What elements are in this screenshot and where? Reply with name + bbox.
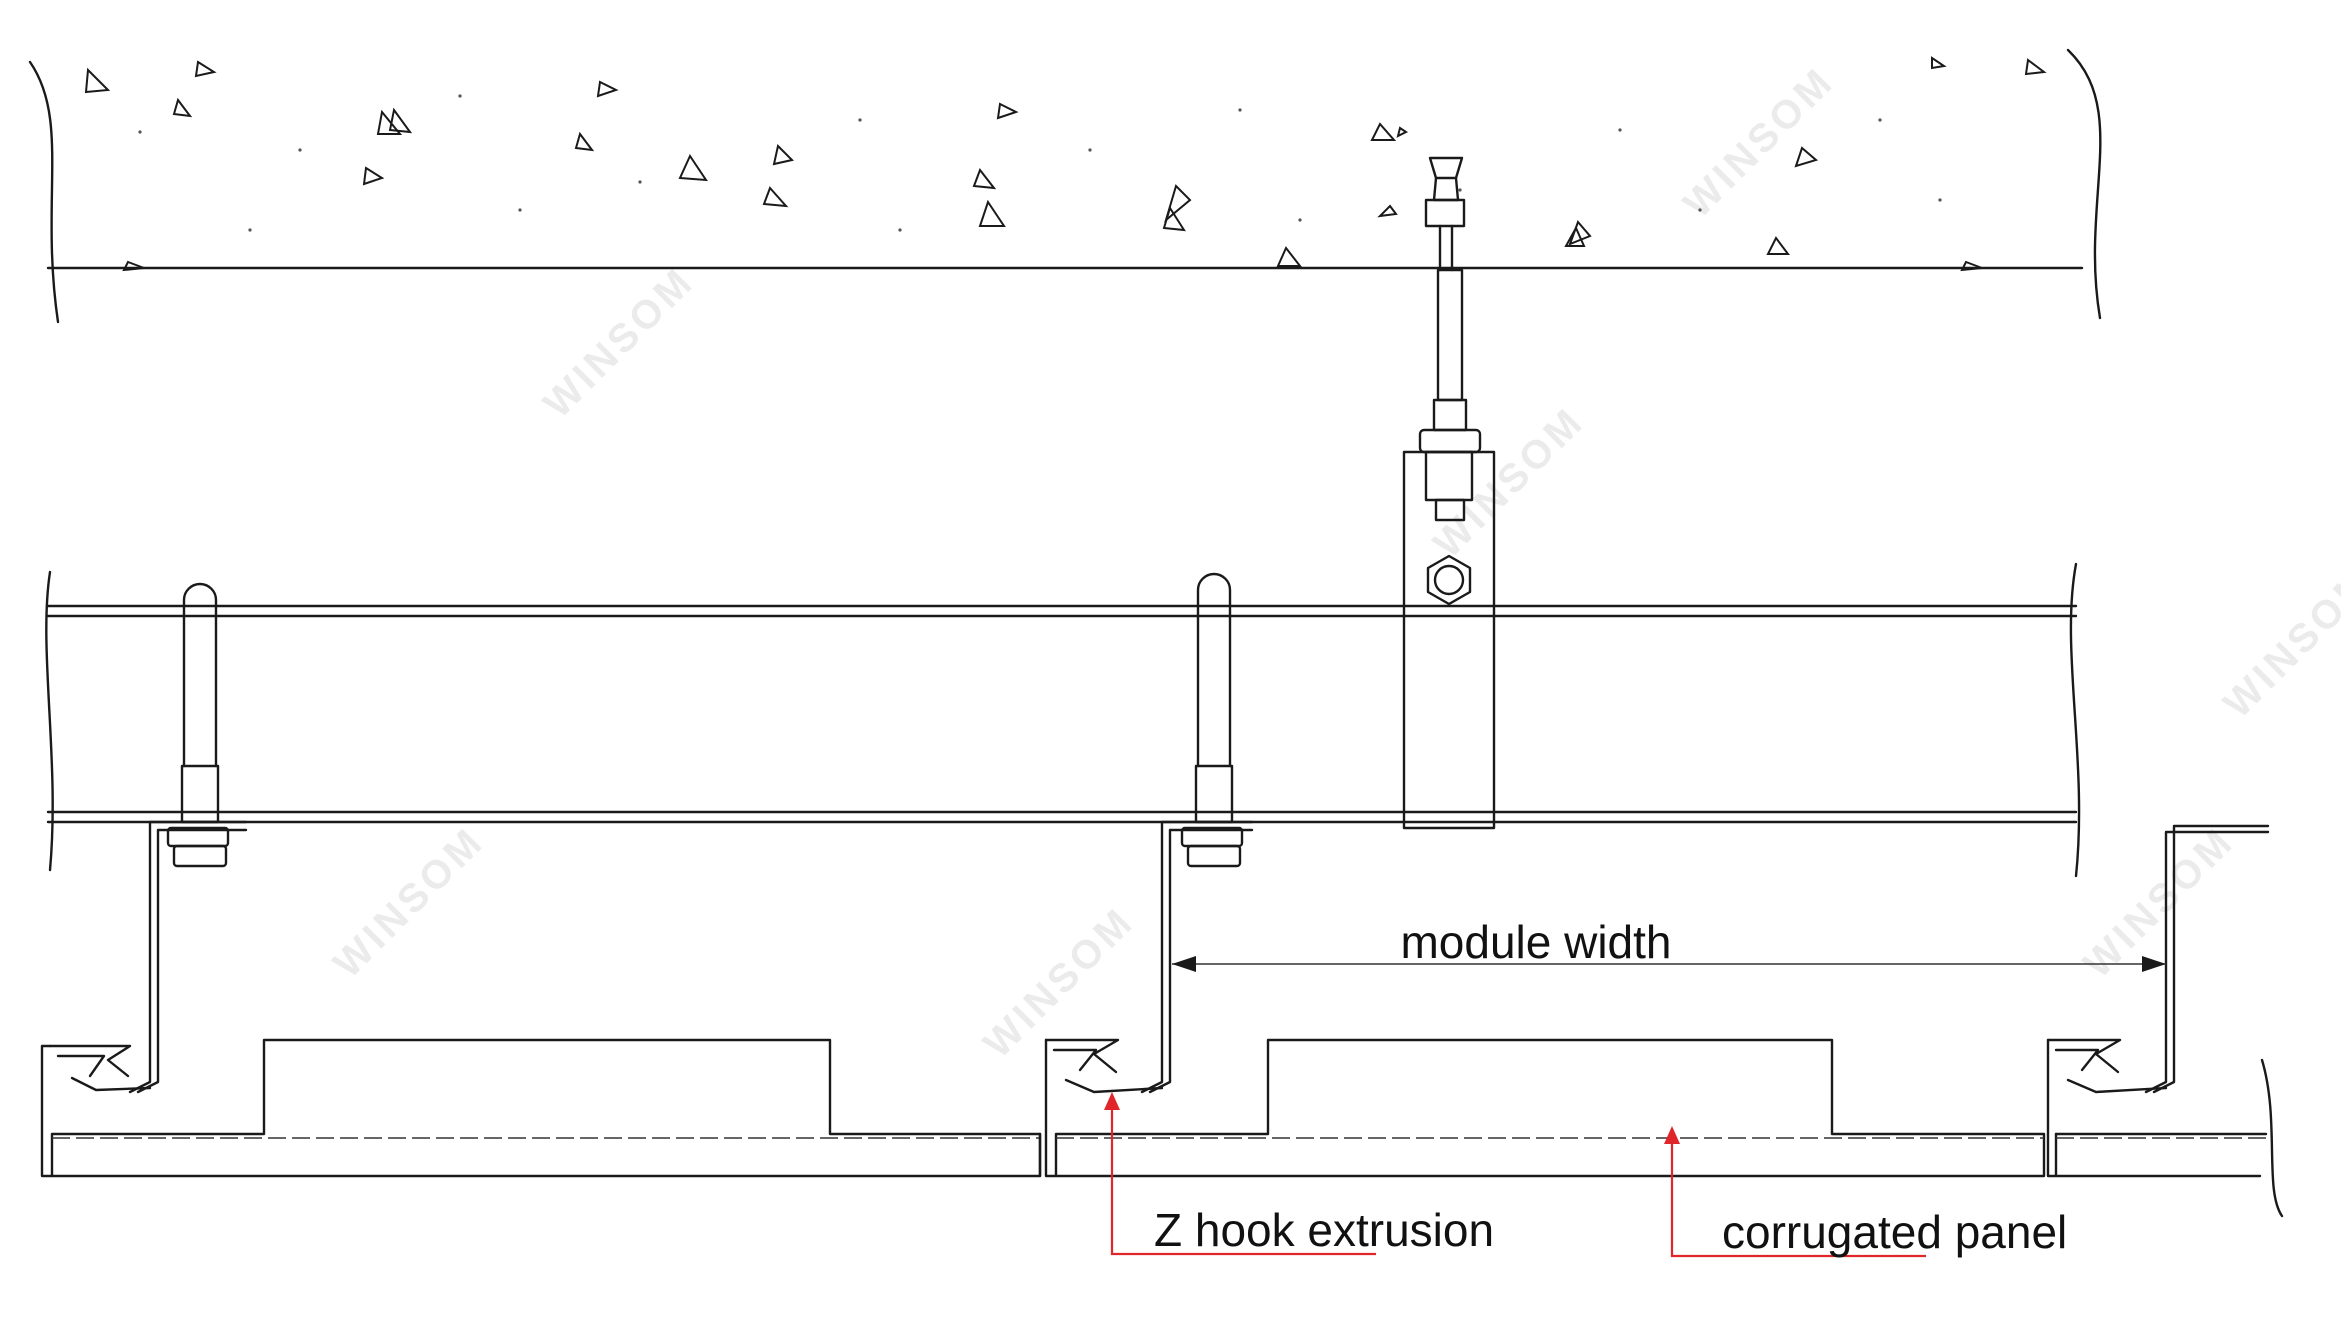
watermark-text: WINSOM <box>535 259 702 426</box>
corrugated-panel-left <box>40 1038 1042 1178</box>
module-width-dimension: module width <box>1172 916 2166 972</box>
corrugated-panel-label: corrugated panel <box>1722 1206 2067 1258</box>
watermark-text: WINSOM <box>2215 559 2341 726</box>
watermark: WINSOM WINSOM WINSOM WINSOM WINSOM WINSO… <box>325 59 2341 1066</box>
corrugated-panel-right <box>2046 1038 2284 1218</box>
z-hook-callout: Z hook extrusion <box>1104 1092 1494 1256</box>
corrugated-panel-middle <box>1044 1038 2046 1178</box>
z-hook-label: Z hook extrusion <box>1154 1204 1494 1256</box>
z-hook-left <box>48 820 248 1094</box>
module-width-label: module width <box>1400 916 1671 968</box>
z-hook-right <box>2046 824 2270 1094</box>
watermark-text: WINSOM <box>1675 59 1842 226</box>
hanger-bolt-left <box>166 582 230 868</box>
watermark-text: WINSOM <box>325 819 492 986</box>
watermark-text: WINSOM <box>1425 399 1592 566</box>
z-hook-middle <box>1044 820 1254 1094</box>
watermark-text: WINSOM <box>2075 819 2242 986</box>
concrete-dots <box>138 94 1942 232</box>
corrugated-panel-callout: corrugated panel <box>1664 1126 2067 1258</box>
threaded-rod-hanger <box>1402 156 1496 830</box>
carrier-rail <box>45 562 2081 878</box>
aggregate-marks <box>84 56 2047 272</box>
concrete-slab <box>28 48 2102 324</box>
